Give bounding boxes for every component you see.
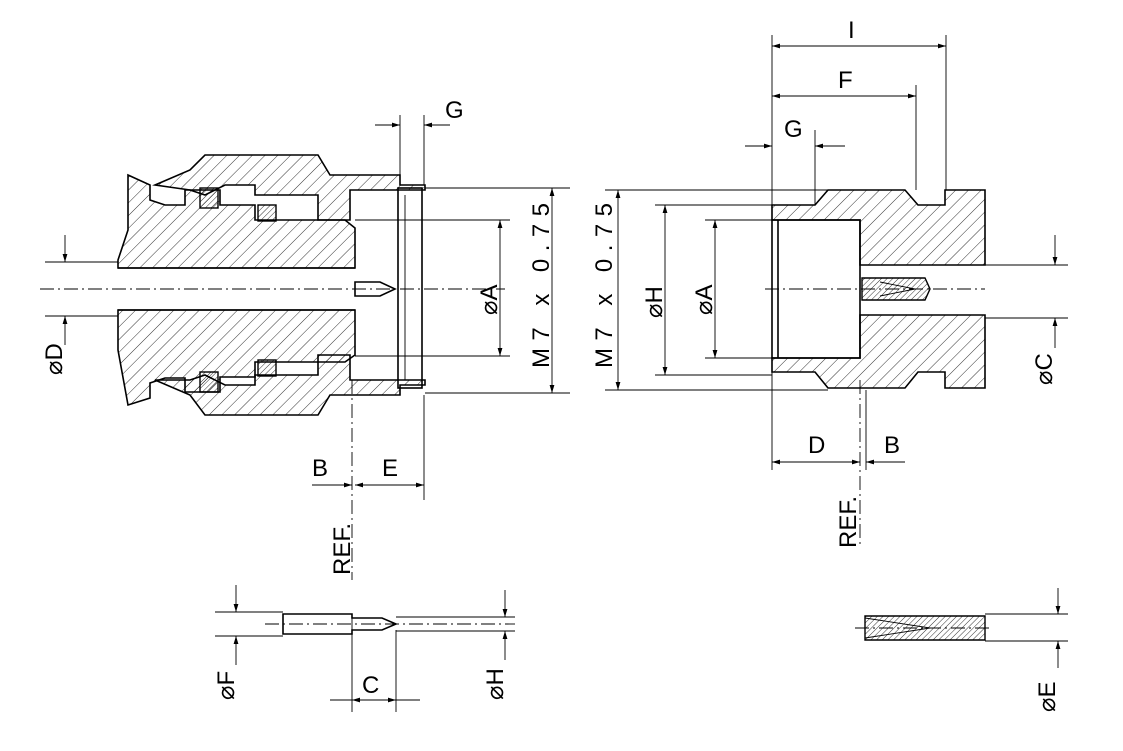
plug-ring-top-right	[257, 204, 277, 222]
jack-dim-b-label: B	[884, 432, 900, 459]
pin-contact-shape	[282, 613, 399, 635]
socket-contact: ⌀E	[855, 588, 1068, 712]
plug-dim-a-label: ⌀A	[476, 285, 503, 315]
plug-ref-label: REF.	[329, 523, 356, 575]
plug-coupling-nut-top	[152, 154, 426, 221]
jack-dim-g-label: G	[784, 116, 803, 143]
plug-front-face	[397, 187, 423, 389]
jack-body-top	[771, 189, 986, 266]
pin-dim-f-label: ⌀F	[213, 671, 240, 700]
jack-dim-f-label: F	[838, 67, 853, 94]
plug-section: G ⌀D ⌀A M7 x 0.75 B E REF.	[40, 97, 570, 580]
plug-dim-b-label: B	[312, 455, 328, 482]
plug-dim-thread-label: M7 x 0.75	[528, 203, 555, 368]
jack-dim-d-label: D	[808, 432, 825, 459]
jack-ref-label: REF.	[835, 496, 862, 548]
jack-section: I F G M7 x 0.75 ⌀H ⌀A ⌀C	[591, 17, 1068, 548]
plug-dim-g-label: G	[445, 97, 464, 124]
plug-pin	[354, 281, 397, 297]
jack-dim-thread-label: M7 x 0.75	[591, 203, 618, 368]
jack-dim-c-label: ⌀C	[1031, 353, 1058, 385]
jack-dim-h-label: ⌀H	[641, 286, 668, 318]
plug-ring-top-left	[199, 187, 219, 209]
socket-dim-e-label: ⌀E	[1034, 682, 1061, 712]
socket-contact-shape	[864, 615, 986, 641]
plug-dim-e-label: E	[382, 455, 398, 482]
jack-body-bottom	[771, 314, 986, 389]
pin-dim-h-label: ⌀H	[482, 668, 509, 700]
pin-contact: ⌀F ⌀H C	[213, 585, 515, 712]
plug-coupling-nut-bottom	[154, 354, 426, 416]
pin-dim-c-label: C	[362, 672, 379, 699]
plug-ring-bottom-right	[257, 359, 277, 377]
jack-dim-i-label: I	[848, 17, 855, 44]
plug-ring-bottom-left	[199, 371, 219, 393]
plug-body	[117, 173, 356, 269]
plug-dim-d-label: ⌀D	[41, 343, 68, 375]
jack-dim-a-label: ⌀A	[691, 285, 718, 315]
